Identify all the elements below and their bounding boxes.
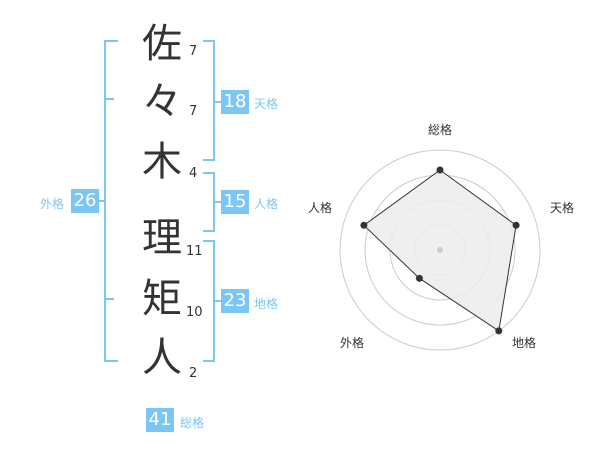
chikaku-label: 地格 bbox=[254, 297, 279, 311]
tenkaku-label: 天格 bbox=[254, 97, 279, 111]
gaikaku-label: 外格 bbox=[40, 197, 65, 211]
gaikaku-bracket-tick bbox=[104, 98, 114, 100]
chikaku-connector bbox=[213, 300, 221, 302]
chikaku-value-badge: 23 bbox=[221, 289, 249, 313]
radar-ring bbox=[339, 149, 541, 351]
gaikaku-value-badge: 26 bbox=[71, 189, 99, 213]
name-char-3: 木 bbox=[142, 139, 182, 185]
stroke-count-3: 4 bbox=[189, 166, 198, 181]
tenkaku-connector bbox=[213, 101, 221, 103]
name-char-2: 々 bbox=[142, 79, 182, 125]
radar-point-3 bbox=[495, 327, 503, 335]
jinkaku-connector bbox=[213, 201, 221, 203]
radar-point-4 bbox=[415, 274, 423, 282]
radar-label-gaikaku: 外格 bbox=[340, 335, 364, 350]
radar-label-tenkaku: 天格 bbox=[550, 200, 574, 215]
radar-point-1 bbox=[436, 166, 444, 174]
tenkaku-value-badge: 18 bbox=[221, 90, 249, 114]
radar-dots bbox=[360, 166, 520, 335]
soukaku-value-badge: 41 bbox=[146, 408, 174, 432]
radar-center-dot bbox=[437, 247, 443, 253]
jinkaku-value-badge: 15 bbox=[221, 190, 249, 214]
stroke-count-4: 11 bbox=[186, 244, 203, 259]
stroke-count-1: 7 bbox=[189, 44, 198, 59]
stroke-count-6: 2 bbox=[189, 366, 198, 381]
radar-label-jinkaku: 人格 bbox=[308, 200, 332, 215]
radar-point-5 bbox=[360, 221, 368, 229]
jinkaku-label: 人格 bbox=[254, 197, 279, 211]
radar-label-chikaku: 地格 bbox=[512, 335, 536, 350]
stroke-count-2: 7 bbox=[189, 104, 198, 119]
name-char-6: 人 bbox=[142, 335, 182, 381]
soukaku-label: 総格 bbox=[180, 416, 205, 430]
radar-label-soukaku: 総格 bbox=[428, 122, 452, 137]
stroke-count-5: 10 bbox=[186, 305, 203, 320]
name-char-4: 理 bbox=[142, 215, 182, 261]
name-char-1: 佐 bbox=[142, 21, 182, 67]
name-char-5: 矩 bbox=[142, 276, 182, 322]
gaikaku-connector bbox=[98, 200, 106, 202]
tenkaku-bracket bbox=[203, 40, 215, 161]
gaikaku-bracket-tick bbox=[104, 298, 114, 300]
radar-point-2 bbox=[512, 221, 520, 229]
